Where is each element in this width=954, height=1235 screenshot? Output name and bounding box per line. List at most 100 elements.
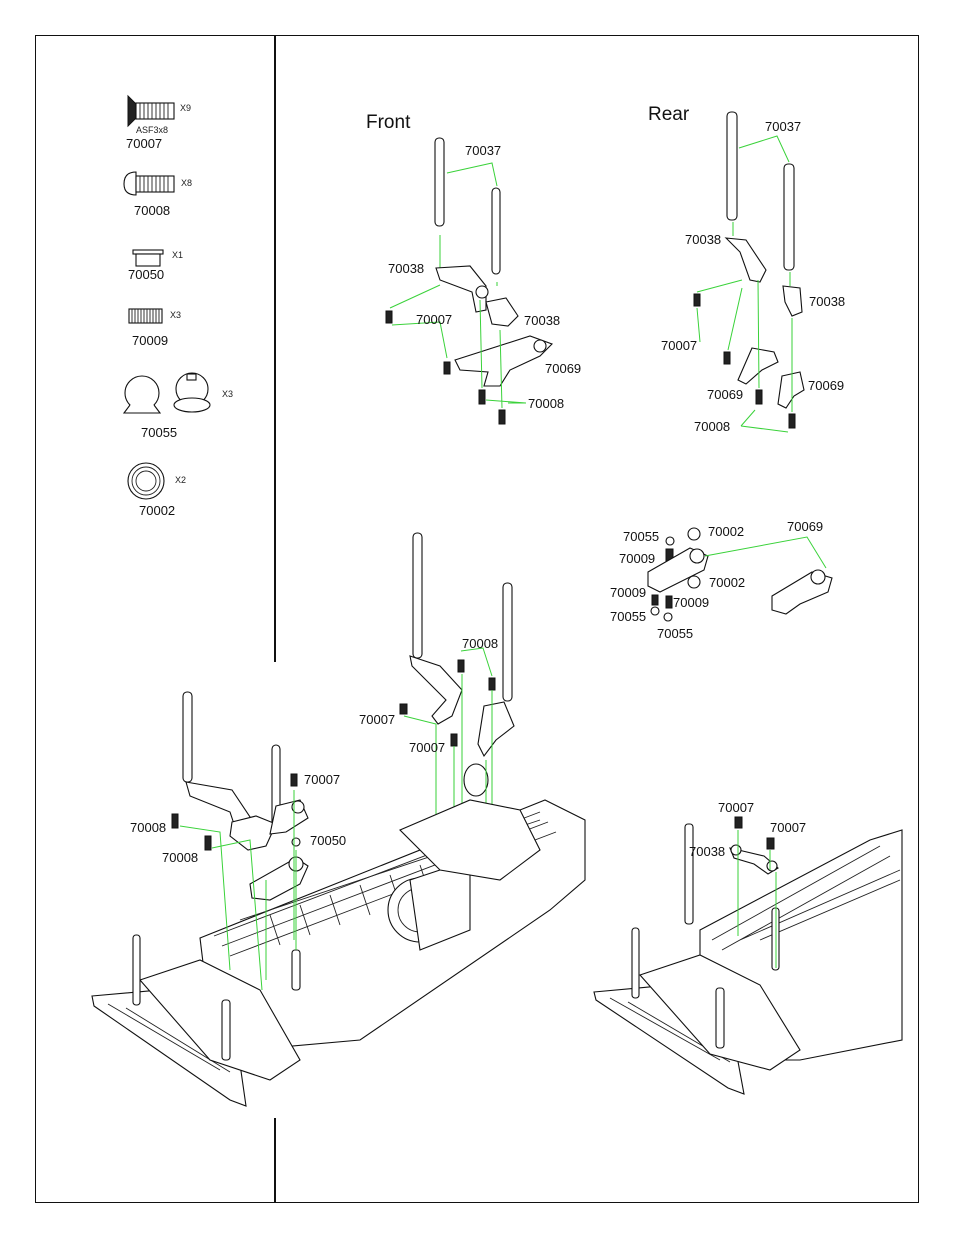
right-post-b xyxy=(631,927,640,999)
front-post-left xyxy=(434,137,445,227)
right-label-screw-flat-b: 70007 xyxy=(770,820,806,835)
front-label-plate: 70069 xyxy=(545,361,581,376)
sub-label-bearing-top: 70002 xyxy=(708,524,744,539)
spacer-icon xyxy=(132,249,164,267)
front-label-screw-flat: 70007 xyxy=(416,312,452,327)
middle-arm-right xyxy=(477,701,515,758)
rear-arm-left xyxy=(724,237,767,283)
set-screw-right xyxy=(665,595,673,609)
button-head-screw-icon xyxy=(123,171,175,196)
front-label-arm-left: 70038 xyxy=(388,261,424,276)
right-label-screw-flat-a: 70007 xyxy=(718,800,754,815)
rear-post-right xyxy=(783,163,795,271)
qty-bearing: X2 xyxy=(175,475,186,485)
middle-post-left xyxy=(412,532,423,659)
middle-button-screw-a xyxy=(457,659,465,673)
parts-list: X9 ASF3x8 70007 X8 70008 X1 70050 X3 700… xyxy=(122,94,233,518)
bearing-icon xyxy=(127,462,165,500)
rear-button-screw-b xyxy=(788,413,796,429)
qty-button-head-screw: X8 xyxy=(181,178,192,188)
middle-post-right xyxy=(502,582,513,702)
rear-label-screw-flat: 70007 xyxy=(661,338,697,353)
rear-button-screw-a xyxy=(755,389,763,405)
middle-flat-screw-a xyxy=(399,703,408,715)
chassis-left xyxy=(91,799,586,1107)
set-screw-icon xyxy=(128,308,163,324)
front-label-screw-button: 70008 xyxy=(528,396,564,411)
front-arm-left xyxy=(435,265,487,313)
middle-arm-left xyxy=(409,655,463,725)
code-spacer: 70050 xyxy=(128,267,164,282)
front-flat-screw-a xyxy=(385,310,393,324)
code-set-screw: 70009 xyxy=(132,333,168,348)
left-button-screw-b xyxy=(204,835,212,851)
rear-plate-right xyxy=(777,371,805,409)
rear-label-arm-right: 70038 xyxy=(809,294,845,309)
front-button-screw-b xyxy=(498,409,506,425)
right-label-arm: 70038 xyxy=(689,844,725,859)
sub-label-setscrew-right: 70009 xyxy=(673,595,709,610)
rear-plate-left xyxy=(737,347,779,385)
middle-assembly: 70008 70007 70007 xyxy=(359,532,515,880)
left-flat-screw xyxy=(290,773,298,787)
chassis-post-a xyxy=(132,934,141,1006)
subassembly: 70055 70002 70009 70069 70002 70009 7000… xyxy=(610,519,833,641)
right-post-a xyxy=(684,823,694,925)
middle-label-screw-flat-a: 70007 xyxy=(359,712,395,727)
ball-stud-bottom xyxy=(663,612,673,622)
sub-label-setscrew-left: 70009 xyxy=(610,585,646,600)
chassis-post-b xyxy=(221,999,231,1061)
sub-label-bearing-bottom: 70002 xyxy=(709,575,745,590)
right-arm xyxy=(729,847,779,875)
front-title: Front xyxy=(366,112,411,133)
rear-flat-screw-a xyxy=(693,293,701,307)
ball-stud-icon xyxy=(122,372,211,414)
rear-title: Rear xyxy=(648,104,690,125)
front-post-right xyxy=(491,187,501,275)
left-label-spacer: 70050 xyxy=(310,833,346,848)
right-flat-screw-b xyxy=(766,837,775,850)
left-post-a xyxy=(182,691,193,783)
left-assembly: 70007 70008 70008 70050 xyxy=(130,691,346,991)
left-button-screw-a xyxy=(171,813,179,829)
rear-label-screw-button: 70008 xyxy=(694,419,730,434)
qty-ball-stud: X3 xyxy=(222,389,233,399)
spec-flat-head-screw: ASF3x8 xyxy=(136,125,168,135)
left-label-screw-flat: 70007 xyxy=(304,772,340,787)
code-ball-stud: 70055 xyxy=(141,425,177,440)
ball-stud-left xyxy=(650,606,660,616)
middle-button-screw-b xyxy=(488,677,496,691)
middle-label-screw-flat-b: 70007 xyxy=(409,740,445,755)
rear-label-plate-right: 70069 xyxy=(808,378,844,393)
ball-stud-top xyxy=(665,536,675,546)
right-flat-screw-a xyxy=(734,816,743,829)
flat-head-screw-icon xyxy=(127,94,175,128)
front-arm-right xyxy=(485,297,519,327)
code-flat-head-screw: 70007 xyxy=(126,136,162,151)
front-button-screw-a xyxy=(478,389,486,405)
rear-section: Rear 70037 70038 70038 70007 70069 70069… xyxy=(648,104,845,434)
qty-flat-head-screw: X9 xyxy=(180,103,191,113)
middle-label-screw-button: 70008 xyxy=(462,636,498,651)
front-label-post: 70037 xyxy=(465,143,501,158)
middle-pulley xyxy=(463,763,489,797)
bearing-bottom xyxy=(687,575,701,589)
page-border xyxy=(35,35,919,1203)
rear-arm-right xyxy=(782,285,803,317)
qty-spacer: X1 xyxy=(172,250,183,260)
sub-label-ball-left: 70055 xyxy=(610,609,646,624)
front-section: Front 70037 70038 70038 70007 70069 7000… xyxy=(366,112,581,425)
rear-post-left xyxy=(726,111,738,221)
rear-label-arm-left: 70038 xyxy=(685,232,721,247)
left-label-screw-button-b: 70008 xyxy=(162,850,198,865)
rear-label-plate-left: 70069 xyxy=(707,387,743,402)
middle-flat-screw-b xyxy=(450,733,458,747)
right-assembly: 70007 70007 70038 xyxy=(593,800,903,1095)
code-button-head-screw: 70008 xyxy=(134,203,170,218)
qty-set-screw: X3 xyxy=(170,310,181,320)
front-label-arm-right: 70038 xyxy=(524,313,560,328)
left-label-screw-button-a: 70008 xyxy=(130,820,166,835)
code-bearing: 70002 xyxy=(139,503,175,518)
sub-label-ball-bottom: 70055 xyxy=(657,626,693,641)
